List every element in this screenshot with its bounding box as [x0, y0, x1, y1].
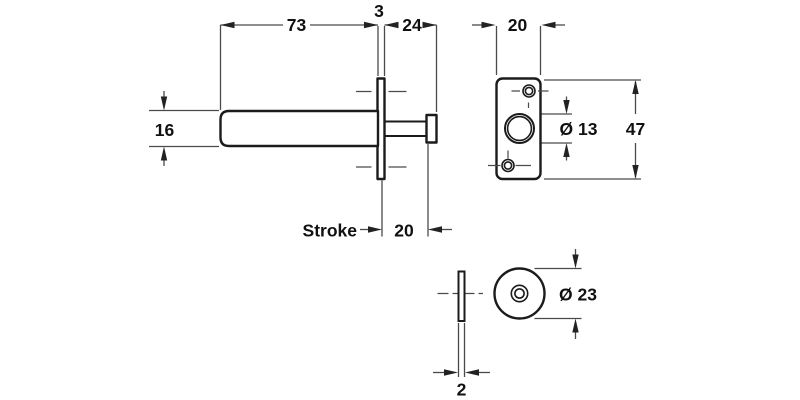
dim-label-47: 47 [626, 119, 645, 139]
dim-label-hole-13: Ø 13 [560, 119, 598, 139]
arrow-47-bottom [632, 165, 639, 179]
disc-views: Ø 23 2 [433, 249, 597, 400]
dim-label-stroke-20: 20 [394, 221, 414, 241]
ext-lines-16 [149, 109, 219, 148]
latch-body [219, 109, 380, 148]
centerline-screw-bottom [488, 150, 531, 167]
dim-lines-23 [534, 267, 582, 320]
arrow-stroke-right [428, 226, 442, 233]
screw-hole-bottom-inner [503, 161, 513, 170]
ext-lines-47 [544, 79, 641, 180]
stroke-label: Stroke [303, 221, 358, 241]
ext-lines-20 [495, 26, 542, 75]
arrow-20-right [541, 21, 556, 29]
arrow-2-right [465, 369, 479, 376]
arrow-16-top [160, 96, 168, 111]
arrow-2-left [444, 369, 458, 376]
center-hole-inner [506, 115, 533, 142]
dim-label-73: 73 [287, 15, 307, 35]
disc-side-view [457, 270, 466, 322]
arrow-20-left [481, 21, 496, 29]
front-view-plate: 20 47 Ø 13 [472, 15, 645, 181]
ext-lines-2 [457, 323, 466, 377]
dim-label-2: 2 [457, 380, 467, 400]
arrow-24-right [422, 21, 437, 29]
arrow-23-top [572, 254, 579, 269]
arrow-16-bottom [160, 146, 168, 161]
arrow-13-bottom [563, 143, 570, 157]
dim-label-3: 3 [374, 1, 384, 21]
side-view: 73 3 24 16 Stroke 20 [149, 1, 452, 241]
ext-lines-3 [377, 26, 386, 76]
disc-hole-inner [514, 288, 525, 299]
arrow-stroke-left [368, 226, 382, 233]
screw-hole-top-outer [522, 84, 536, 98]
plunger-rod [383, 120, 428, 137]
disc-front-view [493, 267, 546, 320]
disc-hole-outer [510, 284, 529, 303]
dim-label-disc-23: Ø 23 [559, 285, 597, 305]
centerline-screw-top [511, 90, 549, 108]
plunger-head [425, 113, 438, 144]
dim-label-16: 16 [155, 120, 175, 140]
arrow-24-left [384, 21, 399, 29]
arrow-73-left [220, 21, 235, 29]
arrow-23-bottom [572, 318, 579, 333]
dim-label-plate-20: 20 [508, 15, 528, 35]
arrow-47-top [632, 80, 639, 94]
center-hole-outer [504, 113, 535, 144]
screw-hole-bottom-outer [501, 158, 515, 173]
screw-hole-top-inner [524, 86, 534, 96]
arrow-73-right [364, 21, 378, 29]
arrow-13-top [563, 100, 570, 114]
dim-label-24: 24 [402, 15, 422, 35]
